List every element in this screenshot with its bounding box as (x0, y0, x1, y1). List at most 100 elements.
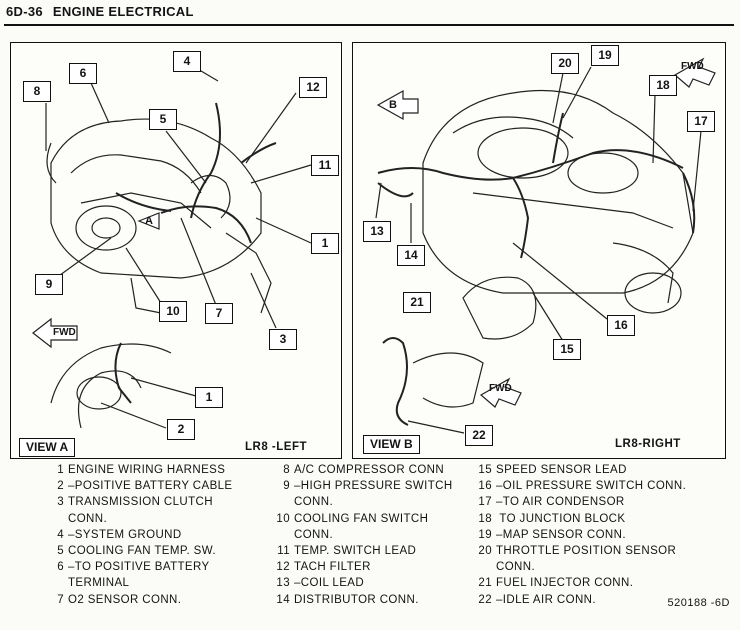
callout-9: 9 (35, 274, 63, 295)
legend-item: 17–TO AIR CONDENSOR (470, 494, 735, 510)
callout-17: 17 (687, 111, 715, 132)
legend-item-number: 18 (478, 512, 492, 525)
legend-item-number: 21 (478, 577, 492, 590)
right-engine-illustration (375, 57, 716, 434)
legend-item-text: THROTTLE POSITION SENSOR (496, 545, 677, 558)
legend-item-text: –COIL LEAD (294, 577, 365, 590)
callout-3: 3 (269, 329, 297, 350)
legend-item: 14 DISTRIBUTOR CONN. (268, 592, 468, 608)
callout-7: 7 (205, 303, 233, 324)
right-diagram-panel: FWD FWD B 20 19 18 17 13 14 16 15 21 22 … (352, 42, 726, 459)
legend-item: 21 FUEL INJECTOR CONN. (470, 575, 735, 591)
legend-item-number: 16 (478, 480, 492, 493)
legend-item-text: –SYSTEM GROUND (68, 528, 182, 541)
legend-item: 5 COOLING FAN TEMP. SW. (42, 543, 267, 559)
view-a-pointer (137, 212, 160, 230)
view-a-label: VIEW A (19, 438, 76, 457)
legend-item: CONN. (268, 494, 468, 510)
legend-item-text: DISTRIBUTOR CONN. (294, 593, 419, 606)
legend-item-text: COOLING FAN TEMP. SW. (68, 545, 216, 558)
legend-item-text: –TO POSITIVE BATTERY (68, 561, 210, 574)
legend-item: 18 TO JUNCTION BLOCK (470, 511, 735, 527)
legend-item-number: 22 (478, 593, 492, 606)
legend-item-number: 17 (478, 496, 492, 509)
legend-item: 4 –SYSTEM GROUND (42, 527, 267, 543)
callout-15: 15 (553, 339, 581, 360)
legend-item-number: 4 (57, 528, 64, 541)
legend-item-text: TERMINAL (68, 577, 130, 590)
legend-item-text: TO JUNCTION BLOCK (496, 512, 626, 525)
legend-item-number: 1 (57, 464, 64, 476)
left-caption: LR8 -LEFT (245, 441, 307, 453)
legend-item: CONN. (470, 559, 735, 575)
legend-item-text: CONN. (294, 496, 334, 509)
fwd-arrow-icon (32, 317, 78, 349)
view-a-arrow-label: A (145, 215, 153, 227)
legend-item-text: CONN. (294, 528, 334, 541)
callout-8: 8 (23, 81, 51, 102)
legend-item-text: –POSITIVE BATTERY CABLE (68, 480, 233, 493)
legend-item-number: 8 (283, 464, 290, 476)
view-b-label: VIEW B (363, 435, 420, 454)
right-caption: LR8-RIGHT (615, 438, 681, 450)
legend-item: 13 –COIL LEAD (268, 575, 468, 591)
legend-item-text: TACH FILTER (294, 561, 371, 574)
callout-2: 2 (167, 419, 195, 440)
header-rule (4, 24, 734, 26)
legend-item: 3 TRANSMISSION CLUTCH (42, 494, 267, 510)
fwd-arrow-bottom-icon (479, 377, 522, 408)
fwd-label-top: FWD (681, 61, 704, 72)
left-engine-illustration (32, 67, 312, 429)
legend-item: 2 –POSITIVE BATTERY CABLE (42, 478, 267, 494)
callout-21: 21 (403, 292, 431, 313)
legend-item: 9–HIGH PRESSURE SWITCH (268, 478, 468, 494)
legend-item: CONN. (42, 511, 267, 527)
legend-item-number: 3 (57, 496, 64, 509)
legend-item-text: SPEED SENSOR LEAD (496, 464, 627, 476)
section-title: ENGINE ELECTRICAL (52, 4, 194, 19)
legend-item-text: COOLING FAN SWITCH (294, 512, 429, 525)
legend-item-text: TRANSMISSION CLUTCH (68, 496, 213, 509)
callout-19: 19 (591, 45, 619, 66)
legend-item: 10 COOLING FAN SWITCH (268, 511, 468, 527)
legend-item-number: 15 (478, 464, 492, 476)
legend-item-number: 12 (276, 561, 290, 574)
legend-item: 15 SPEED SENSOR LEAD (470, 462, 735, 478)
callout-12: 12 (299, 77, 327, 98)
legend-item: 12 TACH FILTER (268, 559, 468, 575)
callout-18: 18 (649, 75, 677, 96)
callout-6: 6 (69, 63, 97, 84)
legend-item-number: 14 (276, 593, 290, 606)
legend-item-number: 5 (57, 545, 64, 558)
legend-item: 16 –OIL PRESSURE SWITCH CONN. (470, 478, 735, 494)
legend-item: 22–IDLE AIR CONN. (470, 592, 735, 608)
legend-item-text: FUEL INJECTOR CONN. (496, 577, 634, 590)
legend-item-number: 19 (478, 528, 492, 541)
page-header: 6D-36 ENGINE ELECTRICAL (6, 4, 194, 19)
left-diagram-panel: FWD A 8 6 4 12 5 11 1 9 10 7 3 1 2 VIEW … (10, 42, 342, 459)
legend-item-number: 13 (276, 577, 290, 590)
legend-item-number: 6 (57, 561, 64, 574)
callout-13: 13 (363, 221, 391, 242)
legend-item-text: O2 SENSOR CONN. (68, 593, 182, 606)
callout-5: 5 (149, 109, 177, 130)
legend-item-number: 10 (276, 512, 290, 525)
legend-item: 19 –MAP SENSOR CONN. (470, 527, 735, 543)
legend-item-text: –OIL PRESSURE SWITCH CONN. (496, 480, 687, 493)
callout-1: 1 (311, 233, 339, 254)
callout-4: 4 (173, 51, 201, 72)
callout-22: 22 (465, 425, 493, 446)
legend-item-number: 20 (478, 545, 492, 558)
legend-item-number: 11 (277, 545, 290, 558)
legend-item-text: –MAP SENSOR CONN. (496, 528, 626, 541)
legend-item: CONN. (268, 527, 468, 543)
legend-item-number: 2 (57, 480, 64, 493)
legend-column-3: 15 SPEED SENSOR LEAD 16 –OIL PRESSURE SWITC… (470, 462, 735, 608)
figure-code: 520188 -6D (667, 597, 730, 609)
legend-item-text: CONN. (496, 561, 536, 574)
